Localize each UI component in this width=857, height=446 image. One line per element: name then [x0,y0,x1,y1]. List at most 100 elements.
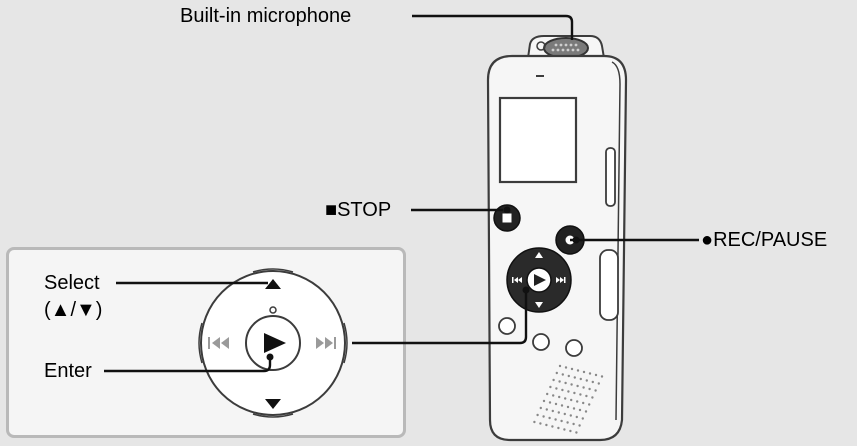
speaker-hole [597,382,600,385]
speaker-hole [576,400,579,403]
speaker-hole [564,397,567,400]
speaker-hole [572,422,575,426]
speaker-hole [552,378,555,382]
notch-right [343,322,348,364]
play-icon-large [264,333,286,353]
speaker-hole [557,426,560,430]
speaker-hole [548,416,551,420]
speaker-hole [563,428,566,431]
speaker-hole [573,391,576,395]
device-side-edge [611,61,621,421]
next-icon-large[interactable] [316,337,336,349]
enlarged-control-pad [198,268,348,418]
speaker-hole [554,418,557,421]
speaker-hole [545,408,548,411]
speaker-hole [561,388,564,392]
speaker-hole [582,370,586,374]
display-screen [498,96,578,184]
speaker-hole [594,389,597,392]
speaker-hole [575,431,578,434]
speaker-hole [572,407,576,410]
leader-dots [266,206,580,361]
speaker-hole [539,422,542,425]
speaker-hole [548,401,552,404]
speaker-hole [578,408,582,412]
speaker-hole [567,390,570,393]
speaker-hole [564,381,567,385]
speaker-hole [566,421,569,424]
up-arrow-icon [535,252,543,258]
speaker-hole [575,415,578,419]
leader-pad-to-device [352,290,528,345]
speaker-hole [555,387,558,390]
previous-icon-large[interactable] [208,337,229,349]
speaker-hole [554,402,558,406]
speaker-hole [552,394,555,397]
stop-icon [502,213,512,223]
speaker-hole [558,364,562,368]
down-arrow-icon-large[interactable] [265,399,281,409]
speaker-hole [588,387,591,391]
speaker-hole [546,392,549,396]
speaker-hole [569,414,572,417]
next-icon [556,277,566,283]
speaker-hole [533,420,536,424]
down-arrow-icon [535,302,543,308]
select-label: Select [44,272,100,294]
speaker-hole [579,393,582,396]
led-indicator [536,41,546,51]
speaker-hole [566,405,570,409]
speaker-hole [600,375,604,378]
leader-enter [104,357,272,373]
speaker-hole [573,376,576,379]
speaker-hole [570,383,573,386]
speaker-hole [542,399,546,403]
speaker-hole [591,380,594,384]
stop-label: ■STOP [325,199,392,221]
speaker-hole [560,419,563,423]
previous-icon [512,277,522,283]
speaker-grille [533,364,604,434]
speaker-hole [555,371,558,375]
speaker-hole [558,395,561,399]
speaker-hole [570,398,573,402]
speaker-hole [582,401,585,405]
notch-left [198,322,203,364]
speaker-hole [576,369,580,372]
speaker-hole [588,403,591,406]
usb-slider [599,249,619,321]
speaker-hole [549,385,552,389]
speaker-hole [576,384,579,388]
speaker-hole [581,417,584,420]
speaker-hole [558,380,561,383]
speaker-hole [560,404,564,407]
notch-bottom [252,413,294,418]
side-switch [605,147,616,207]
notch-top [252,268,294,273]
speaker-hole [591,396,594,399]
speaker-hole [585,379,588,382]
erase-button[interactable] [565,339,583,357]
up-arrow-icon-large[interactable] [265,279,281,289]
speaker-hole [569,429,572,433]
speaker-hole [551,425,554,428]
back-home-button[interactable] [498,317,516,335]
speaker-hole [585,394,588,398]
speaker-hole [563,412,566,416]
speaker-hole [584,410,588,413]
speaker-hole [542,415,545,418]
voice-recorder-device [486,35,628,442]
speaker-hole [545,423,548,427]
select-arrows-label: (▲/▼) [44,299,103,321]
speaker-hole [588,372,592,375]
enter-label: Enter [44,360,92,382]
option-button[interactable] [532,333,550,351]
speaker-hole [567,374,570,378]
rec-pause-label: ●REC/PAUSE [701,229,828,251]
speaker-hole [557,411,560,414]
speaker-hole [539,406,542,410]
play-icon [534,274,546,286]
leader-microphone [412,14,574,40]
leader-lines [104,14,699,373]
